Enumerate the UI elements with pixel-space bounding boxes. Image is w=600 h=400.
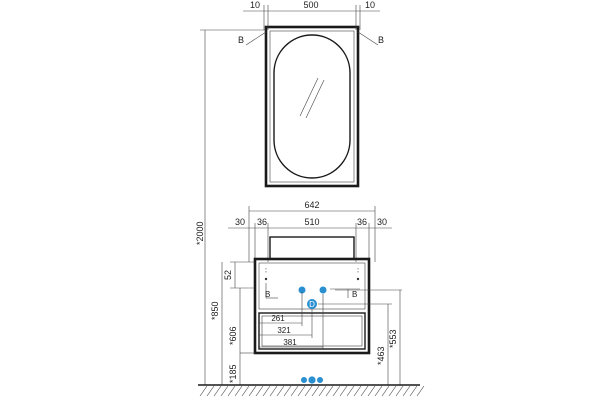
floor-hatch-line [262, 385, 271, 397]
floor-hatch-line [360, 385, 369, 397]
dim-cabinet-width: 642 [304, 200, 319, 210]
floor-drain [308, 376, 316, 384]
dim-mirror-width: 500 [303, 0, 318, 10]
pipe-connections: D [298, 286, 327, 309]
floor-hatch-line [220, 385, 229, 397]
cabinet-right-dimensions: *463 *553 [318, 289, 402, 385]
mirror [264, 25, 360, 188]
floor-hatch-line [311, 385, 320, 397]
mirror-frame [264, 25, 360, 188]
floor-hatch-line [402, 385, 411, 397]
floor-hatch-line [290, 385, 299, 397]
floor-hatch-line [241, 385, 250, 397]
floor-hatch-line [213, 385, 222, 397]
water-inlet-right [319, 286, 327, 294]
floor-hatch-line [409, 385, 418, 397]
floor-hatch-line [388, 385, 397, 397]
dim-mirror-right: 10 [365, 0, 375, 10]
floor-hatch-line [248, 385, 257, 397]
floor-hatch-line [416, 385, 425, 397]
floor-hatch-line [339, 385, 348, 397]
floor-hatch-line [276, 385, 285, 397]
floor-hatch-line [283, 385, 292, 397]
mirror-reflection-mark [305, 79, 325, 119]
floor-inlet-left [301, 377, 307, 383]
cabinet-top-dimension: 642 30 36 510 36 30 [228, 200, 392, 262]
floor-hatch-line [353, 385, 362, 397]
cabinet-frame [253, 257, 371, 355]
mirror-section-markers: B B [238, 31, 384, 46]
floor-inlet-right [317, 377, 323, 383]
dim-overall-height: *2000 [195, 221, 205, 245]
floor-hatch-line [255, 385, 264, 397]
floor-hatch-line [395, 385, 404, 397]
marker-b-cab-right: B [352, 290, 357, 299]
dim-cab-30-right: 30 [377, 217, 387, 227]
floor-hatch-line [346, 385, 355, 397]
dim-52: 52 [223, 270, 233, 280]
cabinet-horizontal-dimensions: 261 321 381 [258, 292, 324, 350]
dim-cab-36-right: 36 [357, 217, 367, 227]
mirror-reflection-mark [299, 77, 319, 117]
floor-hatch-line [227, 385, 236, 397]
dim-606: *606 [228, 326, 238, 345]
marker-b-left: B [238, 35, 244, 45]
dim-cab-30-left: 30 [235, 217, 245, 227]
drain-outlet [307, 299, 317, 309]
overall-height-dimension: *2000 [195, 29, 266, 385]
floor-fittings [301, 376, 323, 384]
floor-hatch-line [374, 385, 383, 397]
dim-cab-36-left: 36 [257, 217, 267, 227]
floor-hatch-line [234, 385, 243, 397]
dim-cab-510: 510 [304, 217, 319, 227]
basin [269, 236, 355, 260]
floor-hatch-line [325, 385, 334, 397]
mount-hole [356, 277, 360, 281]
marker-b-cab-left: B [265, 290, 270, 299]
dim-261: 261 [271, 314, 285, 323]
floor-hatch-line [206, 385, 215, 397]
floor-hatch-line [367, 385, 376, 397]
floor-hatch-line [332, 385, 341, 397]
drain-label: D [309, 300, 315, 309]
cabinet-left-dimensions: 52 *850 *606 *185 [210, 261, 255, 385]
dim-mirror-left: 10 [250, 0, 260, 10]
floor-hatch-line [381, 385, 390, 397]
floor [198, 384, 425, 397]
floor-hatch-line [199, 385, 208, 397]
floor-hatch-line [318, 385, 327, 397]
mirror-inner-frame [269, 30, 355, 183]
dim-850: *850 [210, 301, 220, 320]
mirror-oval [273, 34, 351, 179]
floor-hatch-line [297, 385, 306, 397]
dim-553: *553 [388, 329, 398, 348]
mirror-top-dimension: 10 500 10 [243, 0, 380, 30]
dim-185: *185 [228, 364, 238, 383]
floor-hatch-line [269, 385, 278, 397]
marker-b-right: B [378, 35, 384, 45]
dim-381: 381 [283, 338, 297, 347]
cabinet-detail-markers: B B [265, 283, 360, 299]
floor-hatch-line [304, 385, 313, 397]
dim-463: *463 [376, 346, 386, 365]
dim-321: 321 [277, 326, 291, 335]
water-inlet-left [298, 286, 306, 294]
mount-hole [264, 277, 268, 281]
